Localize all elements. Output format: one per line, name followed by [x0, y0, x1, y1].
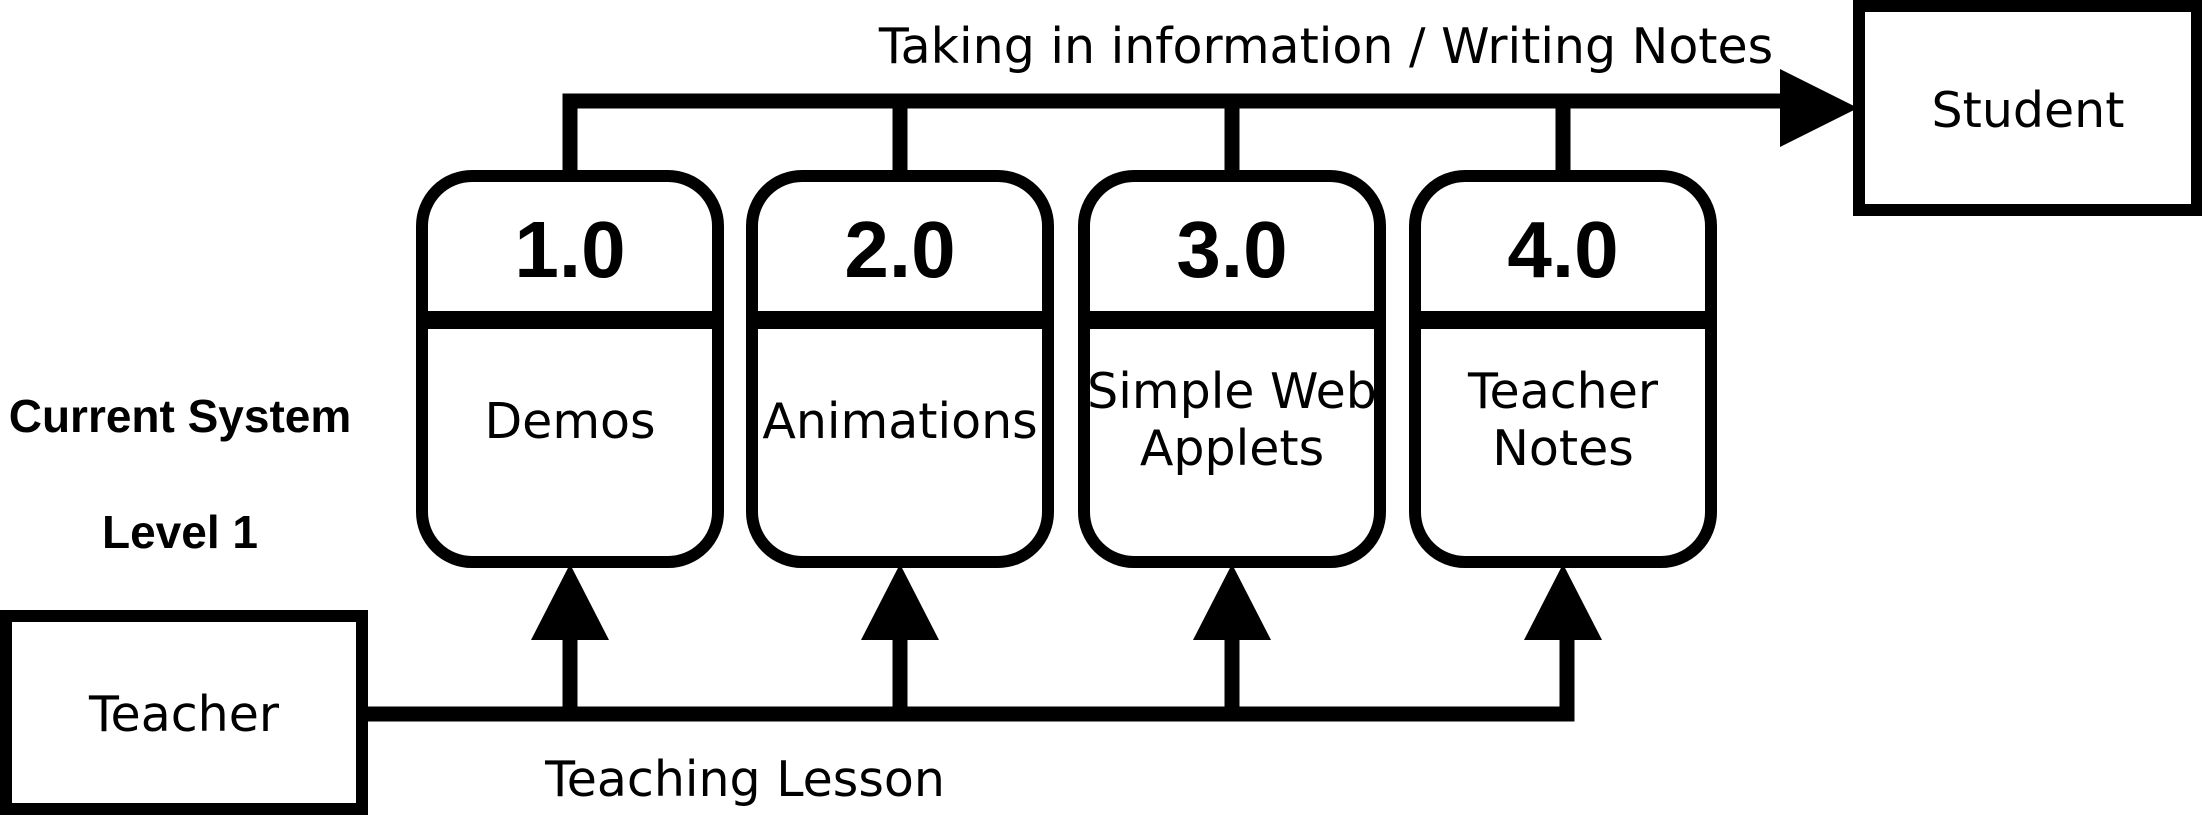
process-2-number: 2.0 [844, 205, 955, 294]
process-2: 2.0 Animations [746, 170, 1054, 568]
incoming-flow-arrowhead-1 [531, 564, 609, 640]
process-4-number: 4.0 [1507, 205, 1618, 294]
outgoing-flow: Taking in information / Writing Notes [562, 18, 1858, 175]
process-1-box [416, 170, 724, 568]
incoming-flow-arrowhead-4 [1524, 564, 1602, 640]
incoming-flow-line [362, 628, 1575, 722]
process-3: 3.0 Simple Web Applets [1078, 170, 1386, 568]
incoming-flow-label: Teaching Lesson [544, 751, 945, 808]
process-4-box [1409, 170, 1717, 568]
process-1-number: 1.0 [514, 205, 625, 294]
outgoing-flow-line [562, 93, 1790, 175]
diagram-title-line-2: Level 1 [102, 506, 258, 558]
process-3-label-line-1: Simple Web [1087, 363, 1377, 420]
process-4: 4.0 Teacher Notes [1409, 170, 1717, 568]
incoming-flow-arrowhead-2 [861, 564, 939, 640]
process-1-label: Demos [484, 393, 655, 450]
student-label: Student [1932, 82, 2125, 139]
process-2-label: Animations [762, 393, 1037, 450]
outgoing-flow-arrowhead [1780, 69, 1858, 147]
outgoing-flow-label: Taking in information / Writing Notes [878, 18, 1773, 75]
student-entity: Student [1853, 0, 2202, 216]
process-4-label-line-1: Teacher [1467, 363, 1659, 420]
diagram-title: Current System Level 1 [9, 390, 352, 558]
process-1: 1.0 Demos [416, 170, 724, 568]
teacher-box [0, 610, 368, 815]
process-4-label-line-2: Notes [1492, 420, 1634, 477]
diagram-title-line-1: Current System [9, 390, 352, 442]
process-2-box [746, 170, 1054, 568]
student-box [1853, 0, 2202, 216]
process-3-label-line-2: Applets [1140, 420, 1324, 477]
process-3-number: 3.0 [1176, 205, 1287, 294]
incoming-flow: Teaching Lesson [362, 564, 1602, 808]
teacher-entity: Teacher [0, 610, 368, 815]
teacher-label: Teacher [88, 686, 280, 743]
incoming-flow-arrowhead-3 [1193, 564, 1271, 640]
process-3-box [1078, 170, 1386, 568]
